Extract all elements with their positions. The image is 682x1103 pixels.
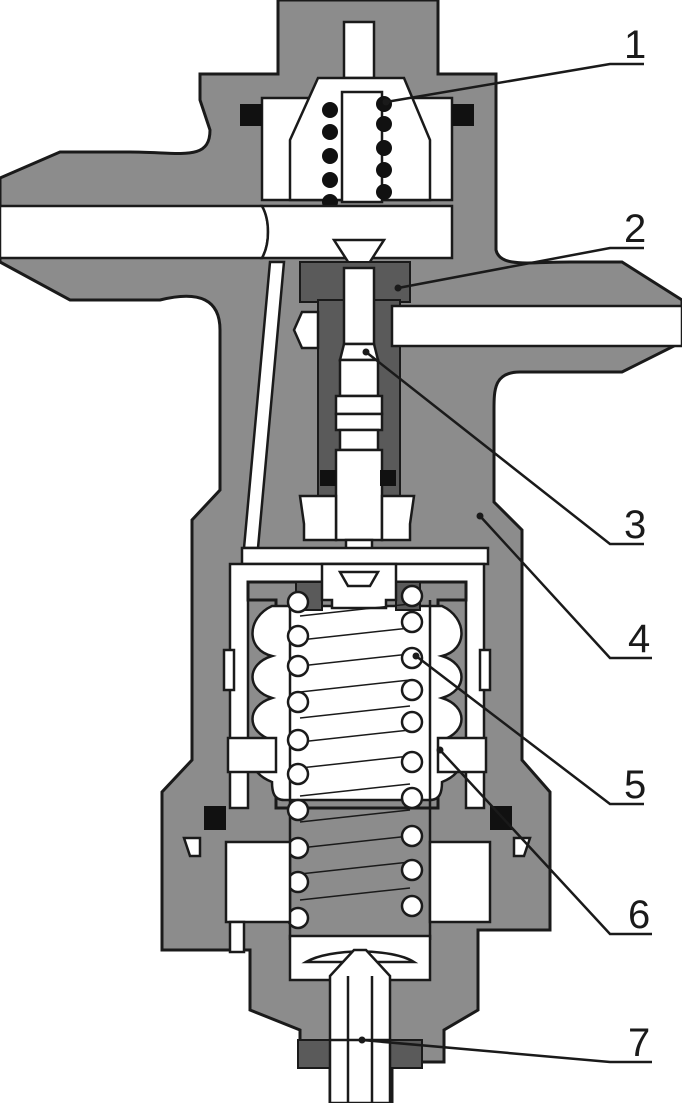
lower-seal-right [490, 806, 512, 830]
callout-2: 2 [624, 207, 646, 251]
leader-dots [358, 98, 484, 1044]
callout-6: 6 [628, 893, 650, 937]
leader-2 [397, 246, 644, 290]
side-slot-left [226, 736, 278, 774]
valve-stem-lower [334, 448, 384, 542]
stem-collar-3 [338, 428, 380, 452]
side-plug [292, 310, 320, 350]
stem-collar-2 [334, 412, 384, 432]
guide-block [298, 494, 338, 542]
top-left-seal [240, 104, 262, 126]
screw-shaft [328, 1038, 392, 1103]
guide-block-right [380, 494, 416, 542]
leader-lines [361, 62, 652, 1064]
leader-5 [415, 655, 644, 806]
callout-5: 5 [624, 763, 646, 807]
leader-3 [365, 351, 644, 546]
callout-4: 4 [628, 617, 650, 661]
leader-7 [361, 1038, 652, 1064]
actuator-ball-seat [337, 570, 381, 588]
inlet-bore [0, 204, 270, 260]
leader-1 [385, 62, 644, 104]
outlet-bore [390, 304, 682, 348]
top-stem [342, 20, 376, 80]
side-slot-right-upper [478, 648, 492, 692]
adjusting-block-right [428, 840, 492, 924]
inlet-bore-end [259, 204, 454, 260]
main-spring [286, 584, 432, 940]
callout-7: 7 [628, 1021, 650, 1065]
top-right-seal [452, 104, 474, 126]
stem-seal-left [320, 470, 336, 486]
side-slot-left-upper [222, 648, 236, 692]
stem-collar-1 [334, 394, 384, 416]
stem-seal-right [380, 470, 396, 486]
chamber-top-plate [240, 546, 490, 566]
lower-seal-left [204, 806, 226, 830]
callout-3: 3 [624, 503, 646, 547]
valve-stem-mid [338, 358, 380, 398]
leader-6 [439, 749, 652, 936]
leader-4 [479, 515, 652, 660]
cage-inner [340, 90, 384, 204]
seat-recess-left [228, 920, 246, 954]
lower-lip-left [182, 836, 202, 858]
adjusting-block-left [224, 840, 292, 924]
callout-1: 1 [624, 23, 646, 67]
valve-stem-upper [342, 266, 376, 346]
